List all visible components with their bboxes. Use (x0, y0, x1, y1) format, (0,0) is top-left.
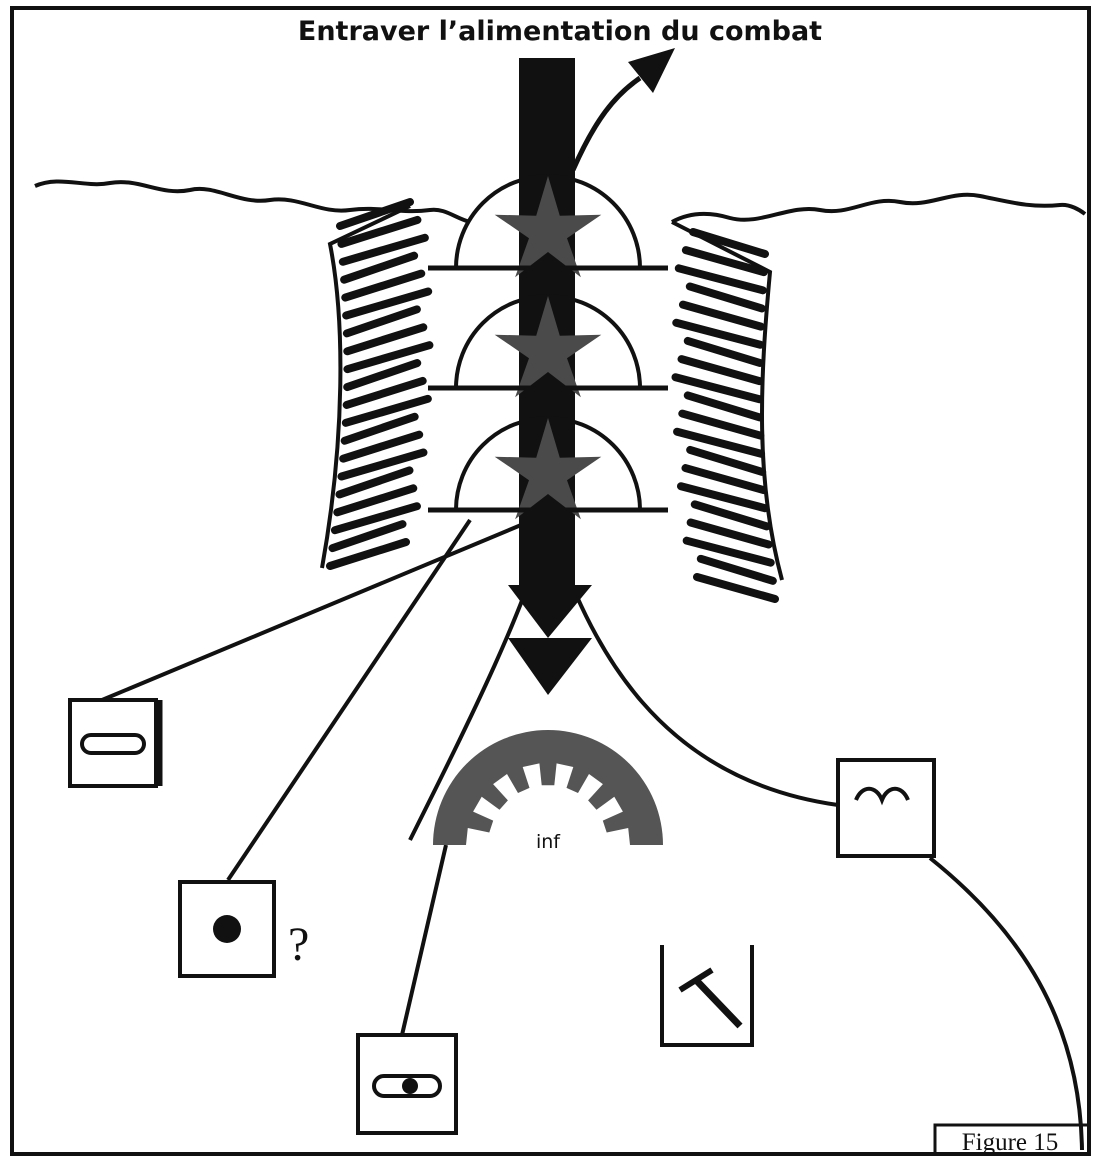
figure-label: Figure 15 (962, 1129, 1059, 1156)
square-symbol-oval-dot (358, 1035, 456, 1133)
unit-stack (428, 176, 668, 519)
square-symbol-dot (180, 882, 274, 976)
left-bank (322, 202, 429, 568)
connector-dot-square (228, 520, 470, 880)
arrowhead-lower (508, 638, 592, 695)
unit-symbol (428, 176, 668, 277)
square-symbol-arcs (838, 760, 934, 856)
diagram-title: Entraver l’alimentation du combat (298, 16, 822, 47)
gear-label: inf (536, 831, 561, 853)
bracket-slash-symbol (662, 945, 752, 1045)
unit-symbol (428, 296, 668, 397)
right-bank (672, 222, 782, 599)
unit-symbol (428, 418, 668, 519)
question-mark: ? (288, 918, 309, 971)
figure-label-box: Figure 15 (935, 1125, 1089, 1156)
deviation-arrow (573, 48, 675, 170)
connector-left-square (102, 515, 545, 700)
connector-edge-curve (930, 858, 1082, 1150)
arrowhead-upper (508, 585, 592, 638)
square-symbol-oval (70, 700, 160, 786)
gear-semicircle-symbol: inf (433, 730, 663, 853)
connector-lower-segment (402, 845, 446, 1035)
terrain-line-right (672, 195, 1085, 222)
